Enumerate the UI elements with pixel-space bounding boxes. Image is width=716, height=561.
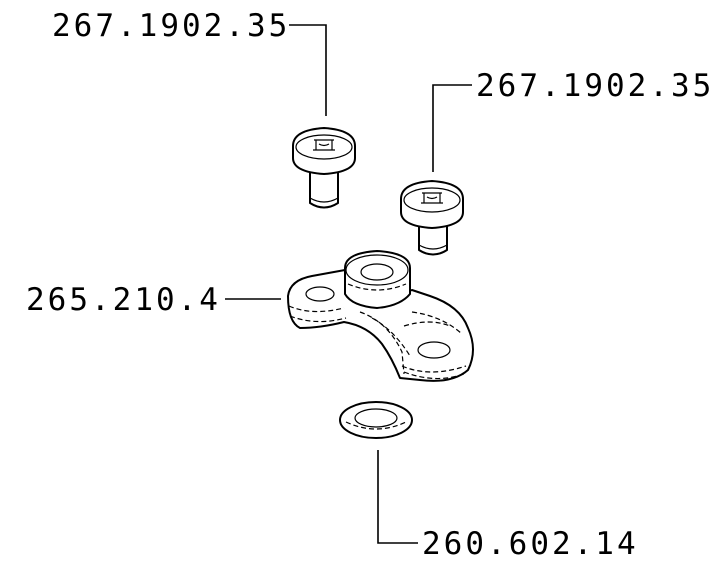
part-label-bracket: 265.210.4 — [26, 282, 221, 318]
part-label-screw-1: 267.1902.35 — [52, 8, 290, 44]
screw-1 — [292, 127, 356, 209]
bracket — [287, 250, 474, 382]
leader-line-4 — [377, 450, 418, 544]
leader-line-1 — [289, 24, 327, 116]
screw-2 — [400, 180, 464, 256]
part-label-screw-2: 267.1902.35 — [476, 68, 714, 104]
washer — [339, 401, 413, 439]
part-label-washer: 260.602.14 — [422, 526, 639, 561]
leader-line-2 — [432, 84, 472, 172]
